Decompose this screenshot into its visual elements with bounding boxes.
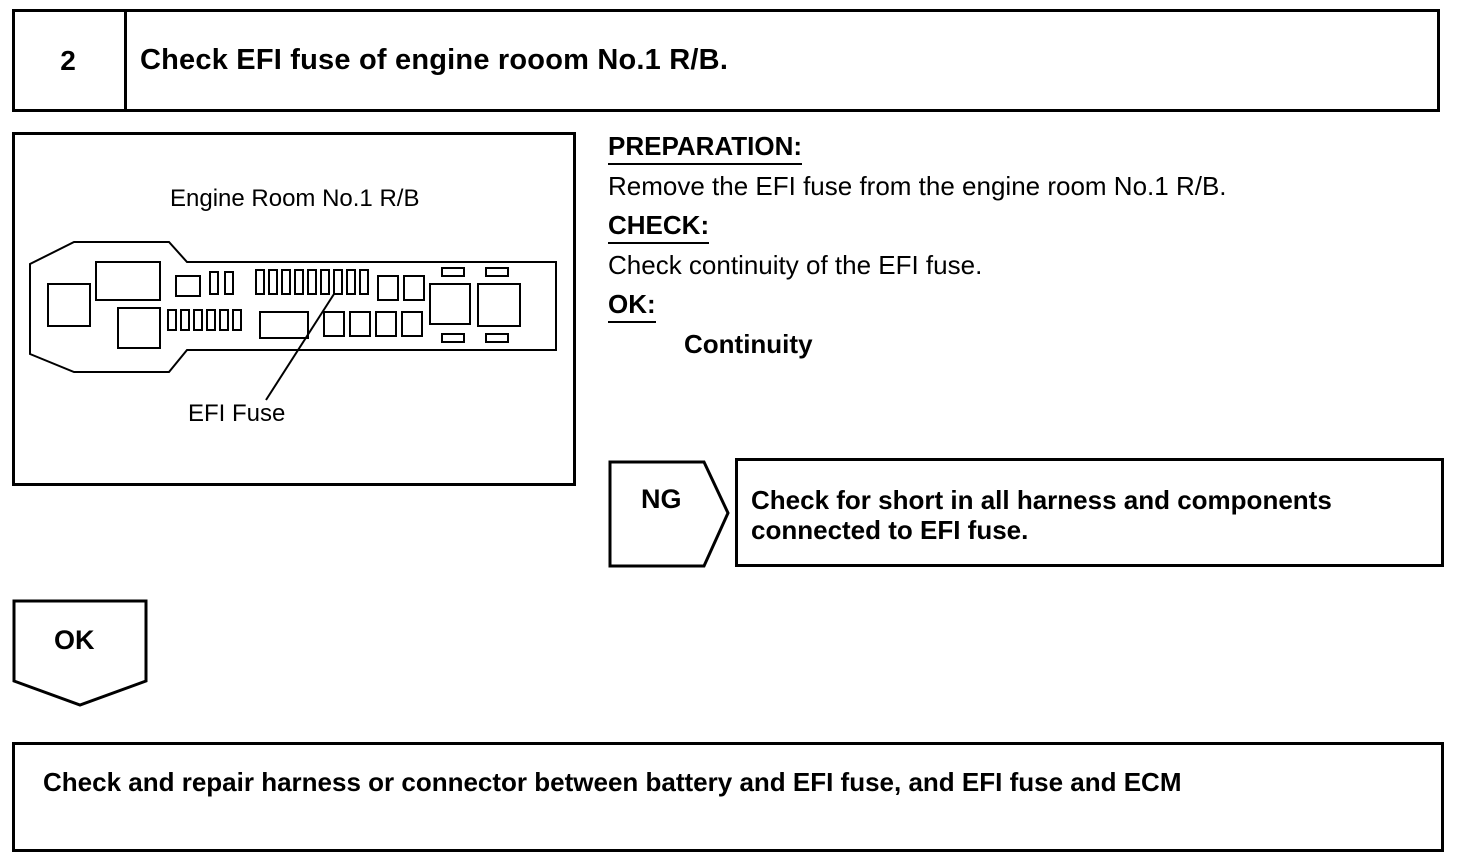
relay-large (429, 283, 471, 325)
relay (401, 311, 423, 337)
ok-label: OK (54, 625, 95, 655)
final-step-box: Check and repair harness or connector be… (12, 742, 1444, 852)
fuse-slot (255, 269, 265, 295)
fuse-slot (346, 269, 356, 295)
ng-action-line1: Check for short in all harness and compo… (751, 485, 1332, 515)
fuse-slot (281, 269, 291, 295)
relay (377, 275, 399, 301)
header-divider (124, 9, 127, 112)
ng-action-box: Check for short in all harness and compo… (735, 458, 1444, 567)
pin-slot (441, 333, 465, 343)
fuse-slot (219, 309, 229, 331)
relay-block-outline (29, 241, 557, 373)
fuse-small (209, 271, 219, 295)
efi-fuse-slot (333, 269, 343, 295)
ok-heading: OK: (608, 289, 656, 323)
step-header (12, 9, 1440, 112)
fuse-slot (268, 269, 278, 295)
step-number: 2 (60, 44, 76, 76)
final-step-text: Check and repair harness or connector be… (43, 767, 1182, 797)
fuse-slot (294, 269, 304, 295)
ng-arrow-shape (608, 460, 730, 568)
preparation-heading: PREPARATION: (608, 131, 803, 165)
preparation-text: Remove the EFI fuse from the engine room… (608, 171, 1227, 201)
ok-arrow-shape (12, 599, 148, 707)
component-block (47, 283, 91, 327)
fuse-slot (206, 309, 216, 331)
check-heading: CHECK: (608, 210, 710, 244)
pin-slot (485, 333, 509, 343)
pin-slot (485, 267, 509, 277)
component-block (95, 261, 161, 301)
ok-result: Continuity (684, 329, 813, 359)
fuse-slot (180, 309, 190, 331)
efi-fuse-callout: EFI Fuse (188, 400, 286, 427)
fuse-slot (232, 309, 242, 331)
ng-label: NG (641, 484, 682, 514)
fuse-small (224, 271, 234, 295)
fuse-slot (359, 269, 369, 295)
relay-block-figure (12, 132, 576, 486)
relay (403, 275, 425, 301)
fuse-slot (320, 269, 330, 295)
fuse-slot (167, 309, 177, 331)
component-block (175, 275, 201, 297)
relay-large (477, 283, 521, 327)
relay (323, 311, 345, 337)
pin-slot (441, 267, 465, 277)
check-text: Check continuity of the EFI fuse. (608, 250, 983, 280)
step-title: Check EFI fuse of engine rooom No.1 R/B. (140, 44, 729, 76)
relay (375, 311, 397, 337)
efi-fuse-leader-line (265, 293, 335, 401)
relay (349, 311, 371, 337)
fuse-slot (307, 269, 317, 295)
component-block (259, 311, 309, 339)
relay-block-diagram (29, 241, 557, 401)
fuse-slot (193, 309, 203, 331)
component-block (117, 307, 161, 349)
ng-action-line2: connected to EFI fuse. (751, 515, 1029, 545)
figure-title: Engine Room No.1 R/B (170, 185, 420, 212)
